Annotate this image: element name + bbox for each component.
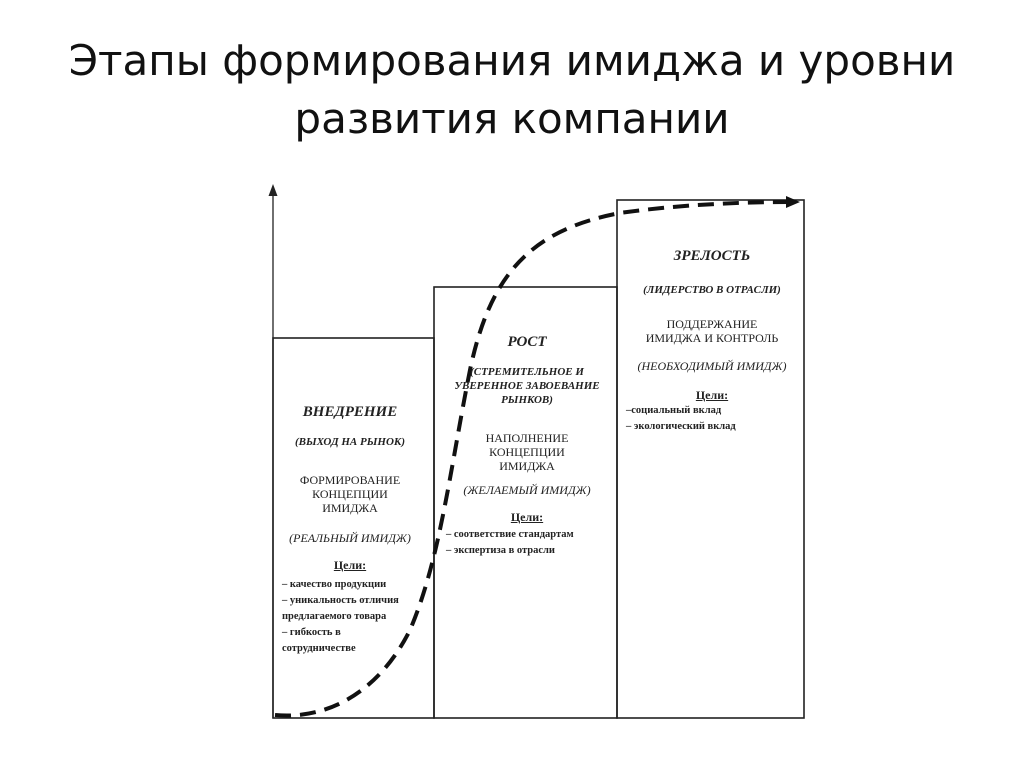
stage-growth: РОСТ (СТРЕМИТЕЛЬНОЕ И УВЕРЕННОЕ ЗАВОЕВАН…	[446, 334, 608, 559]
stage-box-maturity	[616, 199, 805, 719]
stage-name: РОСТ	[507, 334, 547, 350]
stage-market: (ЛИДЕРСТВО В ОТРАСЛИ)	[643, 284, 781, 296]
stage-image-type: (НЕОБХОДИМЫЙ ИМИДЖ)	[637, 359, 787, 373]
stage-market: (ВЫХОД НА РЫНОК)	[294, 436, 406, 448]
stage-market: (СТРЕМИТЕЛЬНОЕ И УВЕРЕННОЕ ЗАВОЕВАНИЕ РЫ…	[454, 366, 600, 406]
goal-item: – экспертиза в отрасли	[446, 545, 555, 556]
stage-image-type: (РЕАЛЬНЫЙ ИМИДЖ)	[289, 531, 411, 545]
growth-curve-arrowhead	[786, 196, 800, 208]
stage-goals-list: – качество продукции – уникальность отли…	[276, 577, 424, 657]
goal-item: – соответствие стандартам	[446, 529, 574, 540]
title-line-2: развития компании	[294, 94, 730, 143]
growth-curve	[274, 200, 791, 718]
stage-goals-label: Цели:	[333, 558, 367, 572]
goal-item: – экологический вклад	[626, 421, 736, 432]
stage-process: ФОРМИРОВАНИЕ КОНЦЕПЦИИ ИМИДЖА	[299, 473, 401, 515]
goal-item: – уникальность отличия предлагаемого тов…	[282, 595, 399, 622]
stage-name: ЗРЕЛОСТЬ	[673, 248, 751, 264]
goal-item: –социальный вклад	[626, 405, 722, 416]
stage-goals-list: –социальный вклад – экологический вклад	[626, 403, 798, 435]
title-line-1: Этапы формирования имиджа и уровни	[68, 36, 956, 85]
y-axis-arrowhead	[268, 184, 278, 196]
stage-name: ВНЕДРЕНИЕ	[302, 404, 398, 420]
stage-goals-label: Цели:	[695, 388, 729, 402]
stage-process: НАПОЛНЕНИЕ КОНЦЕПЦИИ ИМИДЖА	[485, 431, 569, 473]
stage-process: ПОДДЕРЖАНИЕ ИМИДЖА И КОНТРОЛЬ	[645, 317, 779, 345]
goal-item: – качество продукции	[282, 579, 387, 590]
slide-title: Этапы формирования имиджа и уровни разви…	[0, 32, 1024, 148]
stage-introduction: ВНЕДРЕНИЕ (ВЫХОД НА РЫНОК) ФОРМИРОВАНИЕ …	[276, 404, 424, 657]
stage-maturity: ЗРЕЛОСТЬ (ЛИДЕРСТВО В ОТРАСЛИ) ПОДДЕРЖАН…	[626, 248, 798, 435]
stage-goals-list: – соответствие стандартам – экспертиза в…	[446, 527, 608, 559]
stage-goals-label: Цели:	[510, 510, 544, 524]
goal-item: – гибкость в сотрудничестве	[282, 627, 356, 654]
stage-image-type: (ЖЕЛАЕМЫЙ ИМИДЖ)	[463, 483, 591, 497]
